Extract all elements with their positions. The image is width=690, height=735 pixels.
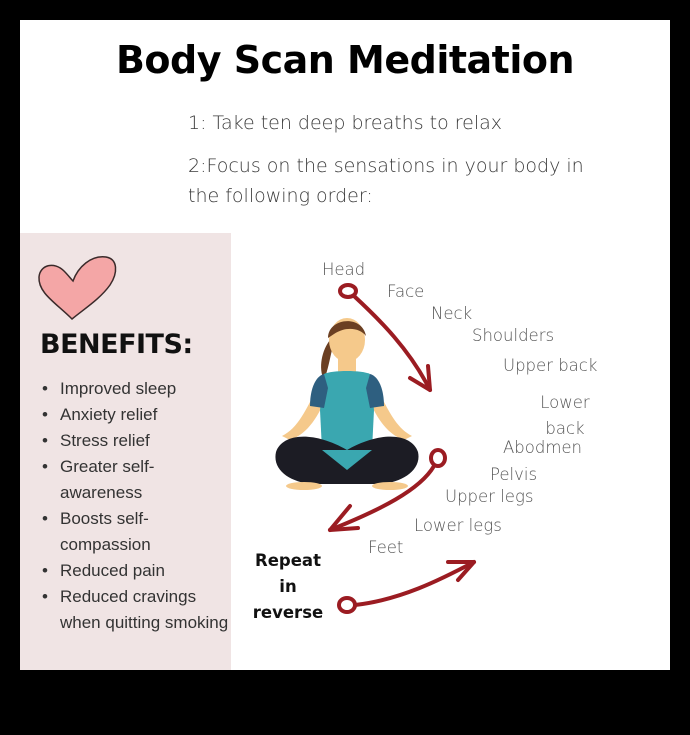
body-part-neck: Neck bbox=[431, 304, 473, 323]
benefit-label: Reduced cravings when quitting smoking bbox=[60, 587, 229, 632]
body-part-upper-legs: Upper legs bbox=[445, 487, 534, 506]
list-item: • Improved sleep bbox=[40, 376, 230, 402]
body-part-face: Face bbox=[387, 282, 425, 301]
bullet-icon: • bbox=[42, 457, 48, 476]
body-part-abdomen: Abodmen bbox=[503, 438, 583, 457]
benefits-heading: BENEFITS: bbox=[40, 329, 193, 360]
benefit-label: Stress relief bbox=[60, 431, 150, 450]
benefit-label: Boosts self-compassion bbox=[60, 509, 151, 554]
bullet-icon: • bbox=[42, 587, 48, 606]
repeat-in-reverse-note: Repeat in reverse bbox=[252, 551, 324, 622]
list-item: • Reduced pain bbox=[40, 558, 230, 584]
list-item: • Reduced cravings when quitting smoking bbox=[40, 584, 230, 636]
bullet-icon: • bbox=[42, 431, 48, 450]
benefit-label: Greater self-awareness bbox=[60, 457, 155, 502]
step-1-text: 1: Take ten deep breaths to relax bbox=[188, 112, 503, 134]
bullet-icon: • bbox=[42, 405, 48, 424]
benefits-panel: BENEFITS: • Improved sleep • Anxiety relie… bbox=[20, 233, 231, 670]
bullet-icon: • bbox=[42, 509, 48, 528]
benefits-list: • Improved sleep • Anxiety relief • Stress … bbox=[40, 376, 230, 636]
list-item: • Boosts self-compassion bbox=[40, 506, 230, 558]
arrow-repeat-reverse-icon bbox=[337, 560, 476, 614]
body-part-lower-legs: Lower legs bbox=[414, 516, 502, 535]
heart-icon bbox=[38, 256, 117, 321]
page-title: Body Scan Meditation bbox=[115, 38, 575, 82]
list-item: • Anxiety relief bbox=[40, 402, 230, 428]
benefit-label: Improved sleep bbox=[60, 379, 177, 398]
bullet-icon: • bbox=[42, 379, 48, 398]
body-part-head: Head bbox=[322, 260, 366, 279]
step-2-text: 2:Focus on the sensations in your body i… bbox=[188, 155, 584, 207]
body-part-shoulders: Shoulders bbox=[472, 326, 555, 345]
benefit-label: Anxiety relief bbox=[60, 405, 158, 424]
body-part-upper-back: Upper back bbox=[503, 356, 598, 375]
meditating-woman-illustration bbox=[275, 318, 419, 490]
list-item: • Stress relief bbox=[40, 428, 230, 454]
body-part-lower-back: Lower back bbox=[540, 393, 590, 438]
benefit-label: Reduced pain bbox=[60, 561, 165, 580]
body-part-feet: Feet bbox=[368, 538, 404, 557]
list-item: • Greater self-awareness bbox=[40, 454, 230, 506]
bullet-icon: • bbox=[42, 561, 48, 580]
body-part-pelvis: Pelvis bbox=[490, 465, 538, 484]
infographic-card: Body Scan Meditation 1: Take ten deep br… bbox=[20, 20, 670, 670]
